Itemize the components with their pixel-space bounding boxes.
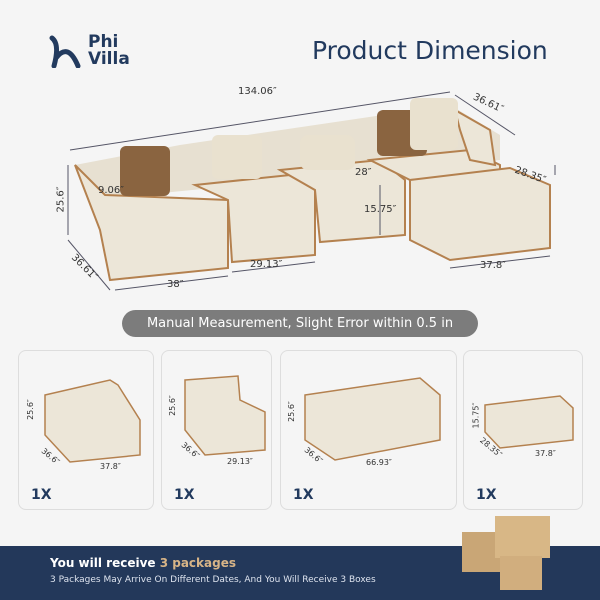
dim: 15.75″: [471, 402, 481, 429]
logo-icon: [49, 35, 81, 68]
pillow: [410, 98, 458, 150]
qty: 1X: [31, 487, 52, 503]
dim-total-width: 134.06″: [238, 86, 277, 97]
dim: 66.93″: [366, 458, 392, 467]
dim-height: 25.6″: [55, 186, 67, 213]
ottoman: [409, 166, 551, 262]
package-card-ottoman: 1X: [463, 350, 583, 510]
pillow: [120, 146, 170, 196]
qty: 1X: [174, 487, 195, 503]
dim: 25.6″: [286, 401, 296, 422]
dim: 37.8″: [100, 462, 121, 471]
banner-prefix: You will receive: [50, 556, 160, 570]
corner-seat: [74, 164, 229, 282]
packages-banner: [0, 546, 600, 600]
dim-arm-width: 9.06″: [98, 185, 125, 196]
qty: 1X: [476, 487, 497, 503]
dim-corner-width: 38″: [167, 279, 184, 290]
dim-seat-height: 15.75″: [364, 204, 397, 215]
package-card-armless: 1X: [161, 350, 272, 510]
dim-ottoman-width: 37.8″: [480, 260, 507, 271]
measurement-note: Manual Measurement, Slight Error within …: [122, 310, 478, 337]
dim: 25.6″: [25, 399, 35, 420]
right-arm: [453, 107, 497, 167]
package-card-corner: 1X: [18, 350, 154, 510]
page-title: Product Dimension: [312, 36, 548, 65]
banner-heading: You will receive 3 packages: [50, 556, 236, 570]
banner-highlight: 3 packages: [159, 556, 236, 570]
brand-line2: Villa: [88, 49, 130, 69]
dim: 25.6″: [167, 395, 177, 416]
qty: 1X: [293, 487, 314, 503]
dim: 29.13″: [227, 457, 253, 466]
pillow: [300, 135, 355, 170]
dim: 37.8″: [535, 449, 556, 458]
dim-seat-depth: 28″: [355, 167, 372, 178]
banner-subtitle: 3 Packages May Arrive On Different Dates…: [50, 575, 376, 585]
brand-line1: Phi: [88, 32, 119, 52]
pillow: [212, 135, 262, 179]
dim-armless-width: 29.13″: [250, 259, 283, 270]
package-card-loveseat: 1X: [280, 350, 457, 510]
